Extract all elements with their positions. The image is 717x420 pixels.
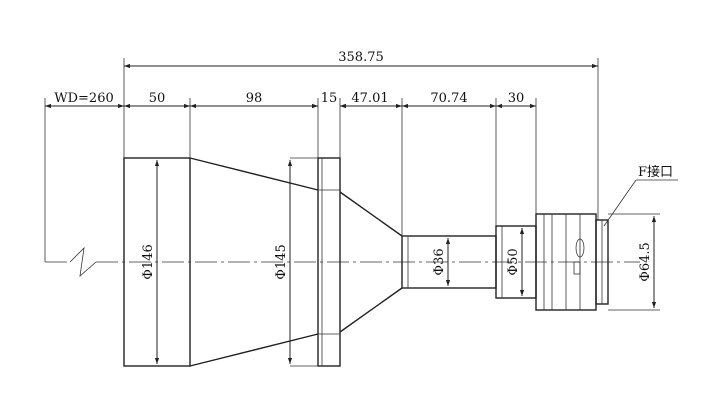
- cone-top: [189, 157, 319, 191]
- overall-length-dimension: 358.75: [124, 50, 598, 69]
- center-line: [45, 246, 640, 278]
- diameter-label: Φ36: [432, 248, 447, 275]
- diameter-label: Φ64.5: [638, 242, 653, 282]
- mount-label: F接口: [638, 164, 673, 180]
- segment-label: 47.01: [351, 91, 388, 106]
- narrow-tube: [401, 235, 497, 289]
- mount-callout: F接口: [603, 164, 678, 227]
- segment-label: 70.74: [430, 91, 467, 106]
- lock-button: [575, 238, 585, 258]
- rear-cone-bottom: [339, 287, 403, 333]
- diameter-label: Φ50: [506, 248, 521, 275]
- front-barrel: [123, 157, 191, 367]
- diameter-dimensions: Φ146 Φ145 Φ36 Φ50 Φ64.5: [141, 157, 657, 367]
- lens-outline: [123, 157, 609, 367]
- segment-label: 30: [508, 91, 525, 106]
- diameter-label: Φ146: [141, 244, 156, 279]
- diameter-label: Φ145: [274, 244, 289, 279]
- rear-cone-top: [339, 191, 403, 237]
- cone-bottom: [189, 333, 319, 367]
- flange: [317, 157, 341, 367]
- overall-length-label: 358.75: [338, 50, 384, 65]
- segment-label: 50: [149, 91, 166, 106]
- segment-dimensions: WD=260 50 98 15 47.01 70.74 30: [45, 91, 536, 109]
- segment-label: 98: [246, 91, 263, 106]
- segment-label: 15: [321, 91, 338, 106]
- wd-label: WD=260: [54, 91, 114, 106]
